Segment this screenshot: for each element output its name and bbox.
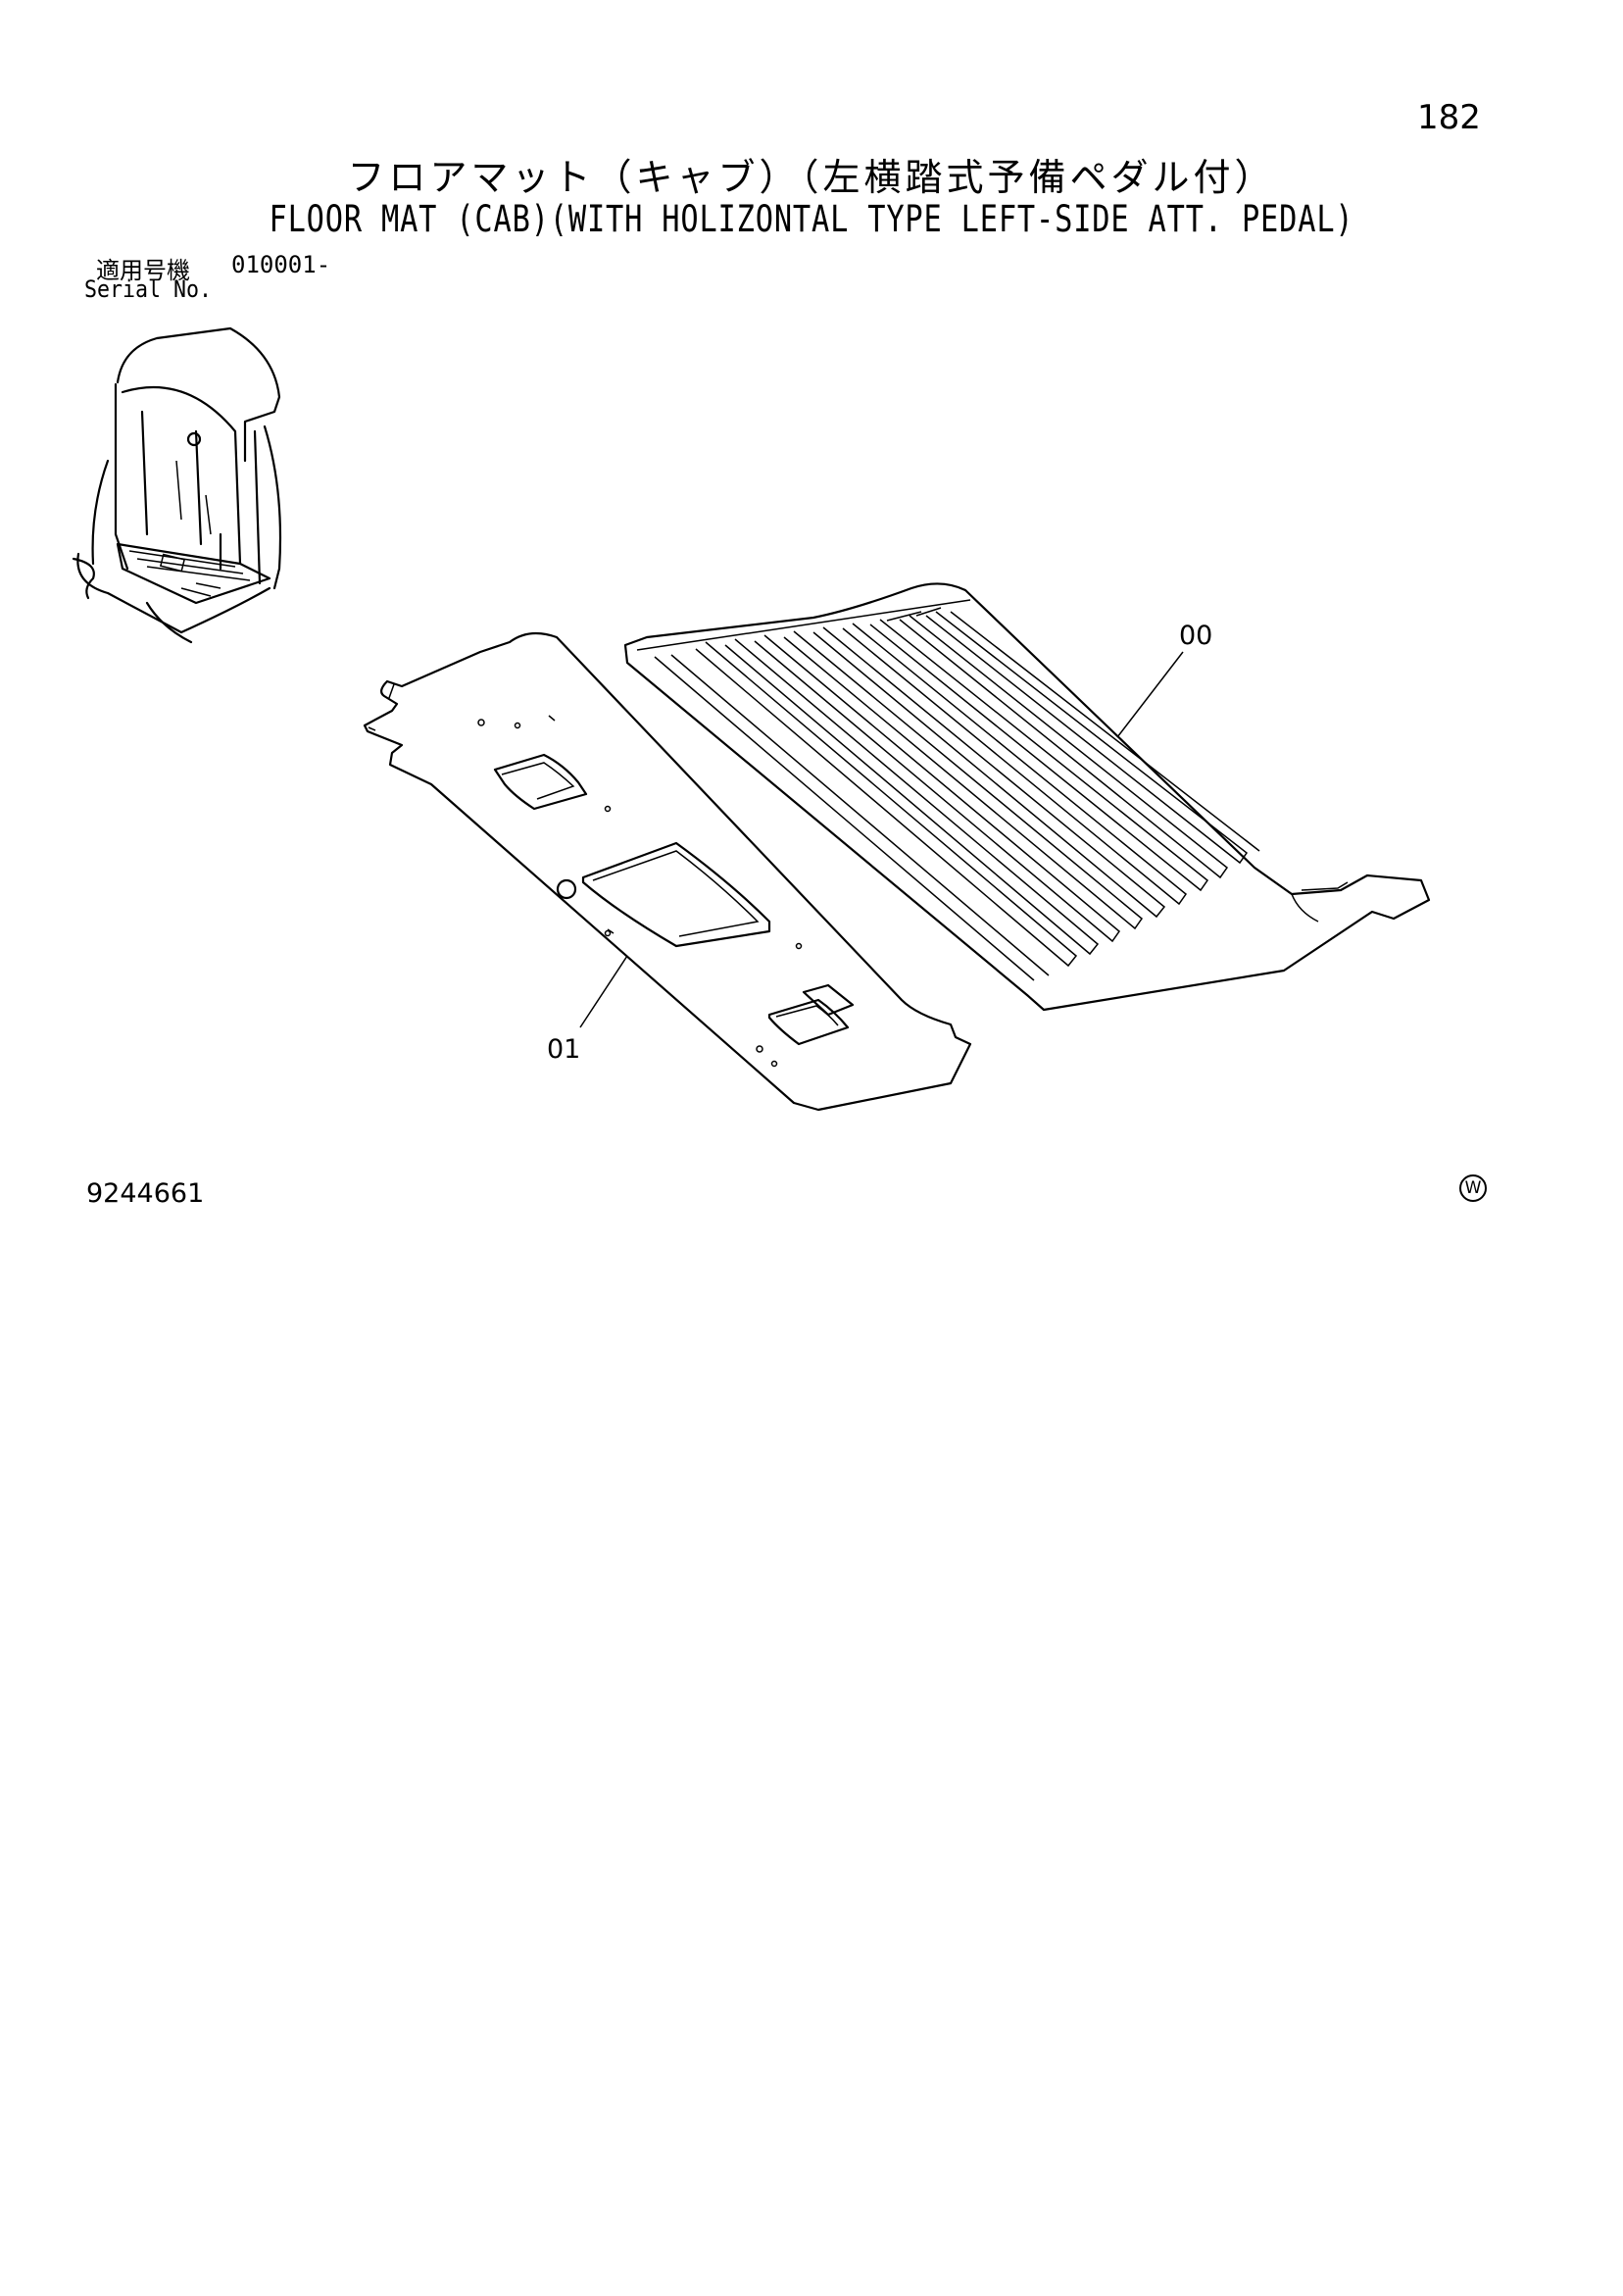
floor-mat-part-00 xyxy=(623,582,1431,1012)
drawing-number: 9244661 xyxy=(86,1178,205,1209)
floor-mat-part-01 xyxy=(363,631,972,1112)
leader-line-00 xyxy=(1116,651,1184,738)
page-number: 182 xyxy=(1417,98,1481,137)
serial-label-english: Serial No. xyxy=(84,275,213,303)
title-japanese: フロアマット（キャブ）（左横踏式予備ペダル付） xyxy=(347,156,1276,199)
callout-label-00: 00 xyxy=(1179,621,1212,651)
callout-label-01: 01 xyxy=(547,1034,580,1065)
title-english: FLOOR MAT (CAB)(WITH HOLIZONTAL TYPE LEF… xyxy=(269,198,1354,240)
leader-line-01 xyxy=(579,955,628,1028)
corner-mark: W xyxy=(1459,1174,1487,1202)
serial-label-japanese: 適用号機 xyxy=(96,257,190,284)
serial-value: 010001- xyxy=(231,251,331,278)
cab-thumbnail xyxy=(72,326,282,644)
